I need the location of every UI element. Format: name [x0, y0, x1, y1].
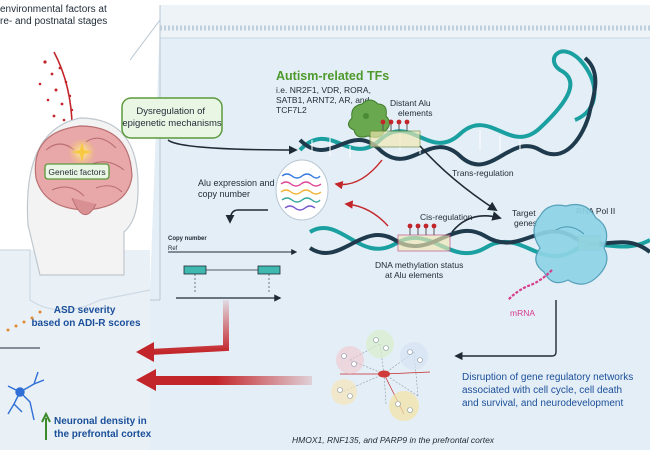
patient-panel	[0, 249, 151, 450]
lower-to-alu-red-arrow	[344, 200, 389, 227]
alu-circle-icon	[275, 159, 329, 221]
dna-methylation-line-2: at Alu elements	[385, 270, 443, 280]
dysregulation-line-1: Dysregulation of	[136, 106, 205, 117]
ref-label: Ref	[168, 246, 178, 252]
alu-expression-label: Alu expression and copy number	[198, 178, 277, 199]
methyl-marks-upper	[380, 119, 410, 131]
environment-line-1: environmental factors at	[0, 4, 107, 15]
tfs-title: Autism-related TFs	[276, 69, 389, 83]
dna-methylation-label: DNA methylation status at Alu elements	[375, 260, 466, 280]
target-genes-line-2: genes	[514, 218, 537, 228]
mrna-strand	[507, 269, 553, 301]
brain-icon	[26, 117, 139, 276]
tfs-line-1: i.e. NR2F1, VDR, RORA,	[276, 85, 371, 95]
environment-line-2: re- and postnatal stages	[0, 16, 107, 27]
upper-to-alu-red-arrow	[334, 159, 383, 190]
asd-severity-label: ASD severity based on ADI-R scores	[31, 305, 141, 329]
trans-regulation-arrow	[419, 145, 498, 212]
tfs-line-2: SATB1, ARNT2, AR, and	[276, 95, 370, 105]
distant-alu-label: Distant Alu elements	[390, 98, 433, 118]
mrna-label: mRNA	[510, 308, 535, 318]
rna-pol-label: RNA Pol II	[576, 206, 615, 216]
neuronal-density-label: Neuronal density in the prefrontal corte…	[54, 416, 152, 440]
copy-number-label: Copy number	[168, 236, 207, 242]
tfs-line-3: TCF7L2	[276, 105, 307, 115]
neuronal-density-line-1: Neuronal density in	[54, 416, 147, 427]
asd-severity-line-2: based on ADI-R scores	[31, 318, 141, 329]
asd-severity-line-1: ASD severity	[54, 305, 116, 316]
target-genes-line-1: Target	[512, 208, 536, 218]
distant-alu-line-1: Distant Alu	[390, 98, 431, 108]
disruption-label: Disruption of gene regulatory networks a…	[462, 372, 636, 409]
genetic-factors-box	[44, 163, 110, 180]
asd-severity-red-arrow	[149, 300, 229, 355]
environment-label: environmental factors at re- and postnat…	[0, 4, 110, 27]
severity-dots	[6, 310, 42, 332]
pol-to-disruption-line	[454, 300, 557, 361]
dysregulation-arrow	[167, 139, 298, 155]
dna-helix-upper	[298, 49, 598, 167]
disruption-line-1: Disruption of gene regulatory networks	[462, 372, 633, 383]
neuronal-density-line-2: the prefrontal cortex	[54, 429, 152, 440]
distant-alu-element	[369, 130, 421, 148]
neuronal-red-arrow	[152, 376, 312, 385]
transcription-factor-icon	[348, 99, 390, 138]
genetic-factors-label: Genetic factors	[48, 167, 105, 177]
distant-alu-line-2: elements	[398, 108, 433, 118]
tfs-list: i.e. NR2F1, VDR, RORA, SATB1, ARNT2, AR,…	[276, 85, 373, 115]
asd-severity-arrowhead	[136, 342, 154, 362]
dysregulation-line-2: epigenetic mechanisms	[122, 118, 222, 129]
disruption-line-2: associated with cell cycle, cell death	[462, 385, 622, 396]
genes-caption: HMOX1, RNF135, and PARP9 in the prefront…	[292, 435, 495, 445]
neuronal-up-arrow	[41, 411, 51, 440]
cis-regulation-arrow	[451, 211, 502, 233]
target-genes-label: Target genes	[512, 208, 538, 228]
gene-network-icon	[331, 330, 431, 421]
dna-methylation-line-1: DNA methylation status	[375, 260, 463, 270]
methyl-marks-lower	[407, 223, 437, 235]
environmental-factor-dots	[38, 60, 74, 122]
dysregulation-box	[121, 97, 223, 139]
cis-regulation-label: Cis-regulation	[420, 212, 473, 222]
neuronal-red-arrowhead	[136, 369, 156, 391]
trans-regulation-label: Trans-regulation	[452, 168, 514, 178]
neuron-icon	[7, 371, 45, 421]
rna-polymerase-icon	[533, 203, 608, 285]
alu-down-arrow	[225, 209, 268, 224]
alu-expression-line-1: Alu expression and	[198, 178, 275, 188]
disruption-line-3: and survival, and neurodevelopment	[462, 398, 623, 409]
dysregulation-label: Dysregulation of epigenetic mechanisms	[122, 106, 222, 129]
cis-alu-element	[397, 234, 451, 252]
copy-number-plot	[168, 249, 298, 302]
alu-expression-line-2: copy number	[198, 189, 250, 199]
